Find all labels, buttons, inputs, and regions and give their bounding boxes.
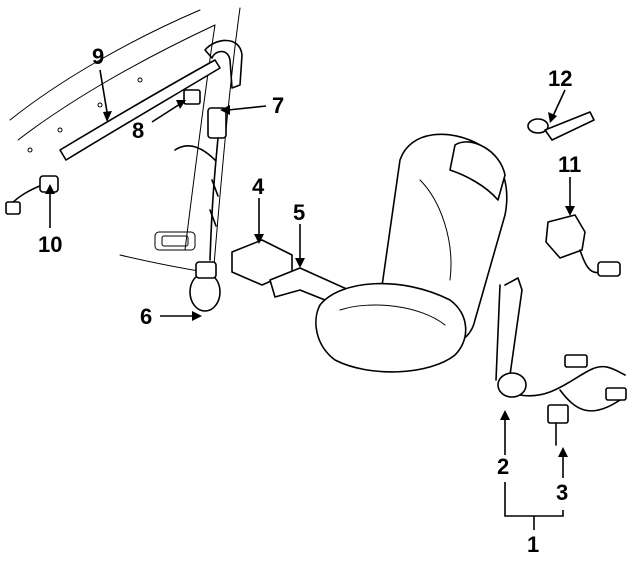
callout-6: 6 [140,304,152,329]
body-side-panel [9,7,241,273]
callout-2: 2 [497,454,509,479]
anchor-strap [527,111,595,141]
upper-belt-guide [204,39,243,89]
callout-8: 8 [132,118,144,143]
height-adjuster [207,107,227,139]
inner-belt-assembly [495,277,627,446]
switch-harness [545,214,621,277]
roof-rail-trim [59,59,221,161]
callout-5: 5 [293,200,305,225]
callout-3: 3 [556,480,568,505]
seat-assembly [315,133,508,373]
callout-1: 1 [527,532,539,557]
callout-4: 4 [252,174,265,199]
callout-11: 11 [558,152,581,177]
outer-retractor [189,261,221,312]
leader-lines [45,69,575,530]
belt-clip [183,89,201,105]
pillar-belt-webbing [174,137,219,261]
callout-10: 10 [38,232,62,257]
callout-9: 9 [92,44,104,69]
callout-12: 12 [548,66,572,91]
lower-anchor-connector [5,175,59,215]
callout-7: 7 [272,93,284,118]
